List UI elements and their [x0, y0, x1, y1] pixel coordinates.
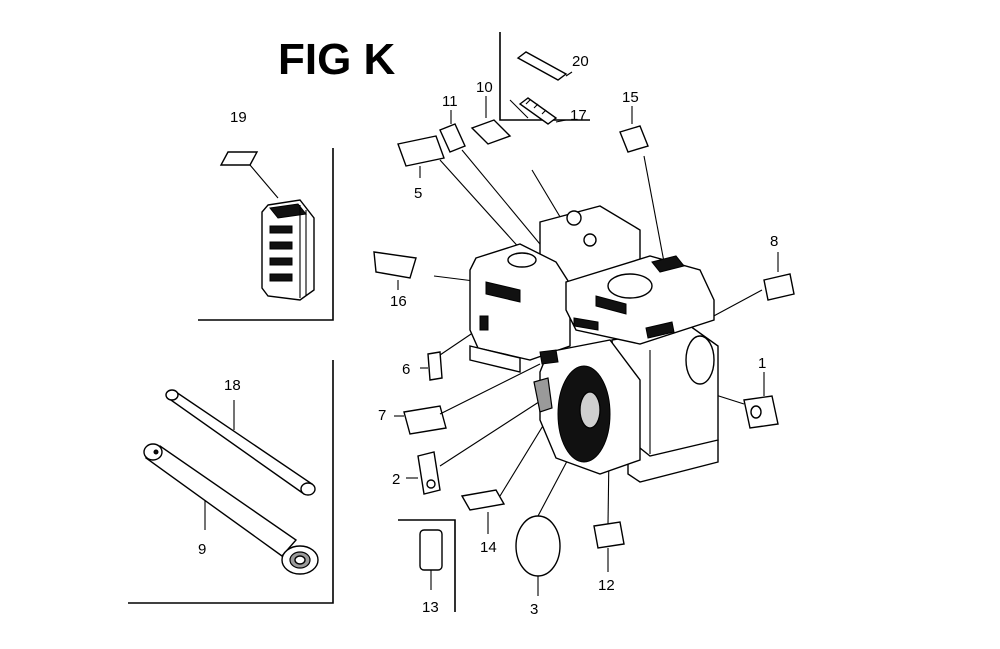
callout-9: 9 [198, 541, 206, 558]
decal-10 [470, 119, 512, 145]
decal-19 [219, 151, 259, 166]
frame-left-bottom [128, 360, 334, 604]
decal-20 [516, 51, 568, 81]
air-cleaner-cover [261, 199, 315, 301]
callout-18: 18 [224, 377, 241, 394]
callout-8: 8 [770, 233, 778, 250]
leader-19 [249, 164, 279, 199]
decal-8 [763, 273, 795, 301]
decal-6 [427, 351, 443, 381]
callout-11: 11 [442, 93, 458, 110]
callout-1: 1 [758, 355, 766, 372]
callout-20: 20 [572, 53, 589, 70]
callout-14: 14 [480, 539, 497, 556]
engine-assembly [469, 205, 719, 483]
leader-8 [709, 289, 763, 319]
callout-7: 7 [378, 407, 386, 424]
callout-2: 2 [392, 471, 400, 488]
callout-16: 16 [390, 293, 407, 310]
part-13-tag [419, 529, 443, 590]
leader-15 [643, 155, 665, 263]
frame-bottom-13 [398, 519, 456, 612]
decal-14 [460, 489, 506, 511]
callout-3: 3 [530, 601, 538, 618]
callout-5: 5 [414, 185, 422, 202]
decal-16 [373, 251, 417, 279]
leader-2 [439, 397, 546, 467]
callout-10: 10 [476, 79, 493, 96]
section-frames [128, 32, 590, 612]
callout-17: 17 [570, 107, 587, 124]
figure-title: FIG K [278, 35, 396, 84]
decal-12 [593, 521, 625, 549]
callout-15: 15 [622, 89, 639, 106]
callout-13: 13 [422, 599, 439, 616]
leader-7 [439, 363, 541, 415]
frame-diagonal [509, 99, 529, 119]
frame-top-center [499, 32, 590, 121]
decal-15 [619, 125, 649, 153]
part-18-tube [165, 389, 316, 496]
callout-19: 19 [230, 109, 247, 126]
part-3-seal [515, 515, 561, 577]
decal-11 [439, 123, 466, 153]
part-9-tube [143, 443, 319, 575]
fuel-cap [607, 273, 653, 299]
part-19-group [219, 151, 315, 301]
callout-12: 12 [598, 577, 615, 594]
frame-left-top [198, 148, 334, 321]
decal-5 [397, 135, 445, 167]
callout-labels: 20 17 10 11 15 19 5 8 16 6 1 18 7 2 9 14… [198, 53, 778, 618]
decal-7 [403, 405, 447, 435]
decal-17 [518, 97, 558, 125]
callout-6: 6 [402, 361, 410, 378]
